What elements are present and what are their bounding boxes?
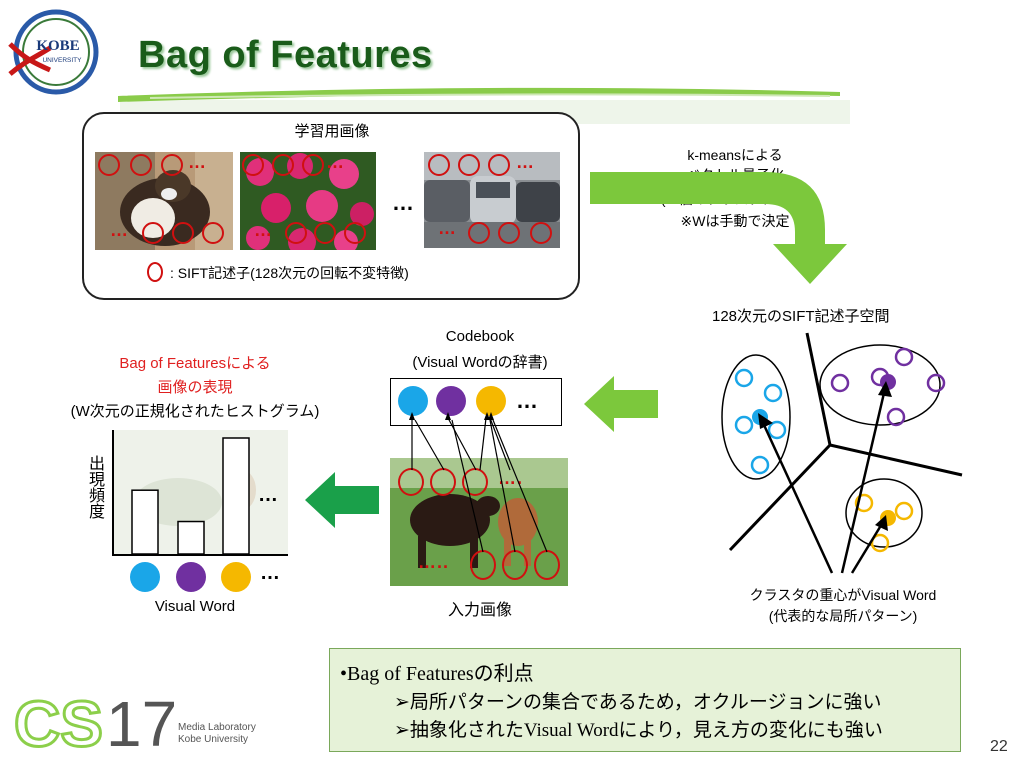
histogram-xlabel: Visual Word	[154, 598, 236, 615]
input-to-histogram-arrow	[305, 472, 379, 528]
codebook-word-purple	[436, 386, 466, 416]
descriptor-ellipsis: …	[110, 220, 129, 240]
descriptor-ring	[314, 222, 336, 244]
descriptor-ring	[458, 154, 480, 176]
descriptor-ring	[142, 222, 164, 244]
histogram-word-purple	[176, 562, 206, 592]
benefits-box: •Bag of Featuresの利点 ➢局所パターンの集合であるため，オクルー…	[329, 648, 961, 752]
benefits-heading: •Bag of Featuresの利点	[340, 663, 534, 685]
descriptor-ring	[428, 154, 450, 176]
cluster-to-codebook-arrow	[584, 376, 658, 432]
legend-ring	[147, 262, 163, 282]
histogram-chart	[112, 430, 288, 556]
training-legend: : SIFT記述子(128次元の回転不変特徴)	[170, 265, 409, 281]
descriptor-ring	[302, 154, 324, 176]
descriptor-ring	[488, 154, 510, 176]
histogram-bar	[222, 437, 250, 555]
descriptor-ring	[498, 222, 520, 244]
codebook-word-blue	[398, 386, 428, 416]
histogram-title-3: (W次元の正規化されたヒストグラム)	[70, 403, 320, 420]
descriptor-ring	[344, 222, 366, 244]
histogram-bar	[177, 520, 205, 555]
feature-space-caption-1: クラスタの重心がVisual Word	[749, 587, 937, 603]
slide-title: Bag of Features	[138, 34, 433, 76]
kobe-logo-top: KOBE	[36, 38, 79, 54]
descriptor-ring	[285, 222, 307, 244]
histogram-title-1: Bag of Featuresによる	[119, 355, 271, 372]
descriptor-ring	[202, 222, 224, 244]
descriptor-ellipsis: …	[254, 220, 273, 240]
descriptor-ellipsis: …	[438, 218, 457, 238]
codebook-ellipsis: …	[516, 388, 539, 413]
descriptor-ring	[272, 154, 294, 176]
descriptor-ring	[242, 154, 264, 176]
feature-space-diagram	[712, 325, 972, 580]
svg-text:CS: CS	[14, 688, 103, 754]
assignment-arrows	[390, 410, 570, 570]
cs17-logo-line2: Kobe University	[178, 734, 249, 745]
histogram-ylabel: 出現頻度	[68, 455, 108, 545]
feature-space-title: 128次元のSIFT記述子空間	[712, 308, 890, 325]
benefit-item-2: ➢抽象化されたVisual Wordにより，見え方の変化にも強い	[394, 720, 883, 741]
descriptor-ring	[398, 468, 424, 496]
input-image-caption: 入力画像	[447, 602, 512, 619]
kmeans-arrow	[585, 160, 865, 290]
cs17-logo: CS 17	[13, 687, 284, 762]
feature-space-caption-2: (代表的な局所パターン)	[768, 608, 918, 624]
histogram-word-blue	[130, 562, 160, 592]
training-images-title: 学習用画像	[294, 123, 370, 140]
descriptor-ellipsis: …..	[418, 552, 450, 572]
codebook-title-1: Codebook	[445, 328, 515, 345]
histogram-ellipsis: …	[258, 484, 279, 506]
svg-text:17: 17	[106, 688, 177, 754]
descriptor-ring	[98, 154, 120, 176]
kobe-university-logo: KOBE UNIVERSITY	[4, 8, 102, 98]
descriptor-ellipsis: …	[326, 152, 345, 172]
histogram-title-2: 画像の表現	[157, 379, 233, 396]
kmeans-line-1: k-meansによる	[687, 147, 783, 163]
descriptor-ellipsis: ….	[498, 468, 524, 488]
histogram-word-ellipsis: …	[260, 562, 281, 584]
page-number: 22	[990, 738, 1008, 755]
descriptor-ring	[468, 222, 490, 244]
codebook-title-2: (Visual Wordの辞書)	[412, 354, 548, 371]
descriptor-ring	[161, 154, 183, 176]
descriptor-ellipsis: …	[188, 152, 207, 172]
histogram-ylabel-text: 出現頻度	[86, 455, 103, 519]
kmeans-line-4: ※Wは手動で決定	[680, 213, 790, 229]
descriptor-ellipsis: …	[516, 152, 535, 172]
descriptor-ring	[530, 222, 552, 244]
benefit-item-1: ➢局所パターンの集合であるため，オクルージョンに強い	[394, 692, 882, 713]
histogram-word-yellow	[221, 562, 251, 592]
codebook-word-yellow	[476, 386, 506, 416]
histogram-bar	[131, 489, 159, 555]
descriptor-ring	[172, 222, 194, 244]
training-ellipsis: …	[392, 190, 415, 215]
kobe-logo-bottom: UNIVERSITY	[42, 57, 82, 64]
cs17-logo-line1: Media Laboratory	[178, 722, 256, 733]
descriptor-ring	[130, 154, 152, 176]
